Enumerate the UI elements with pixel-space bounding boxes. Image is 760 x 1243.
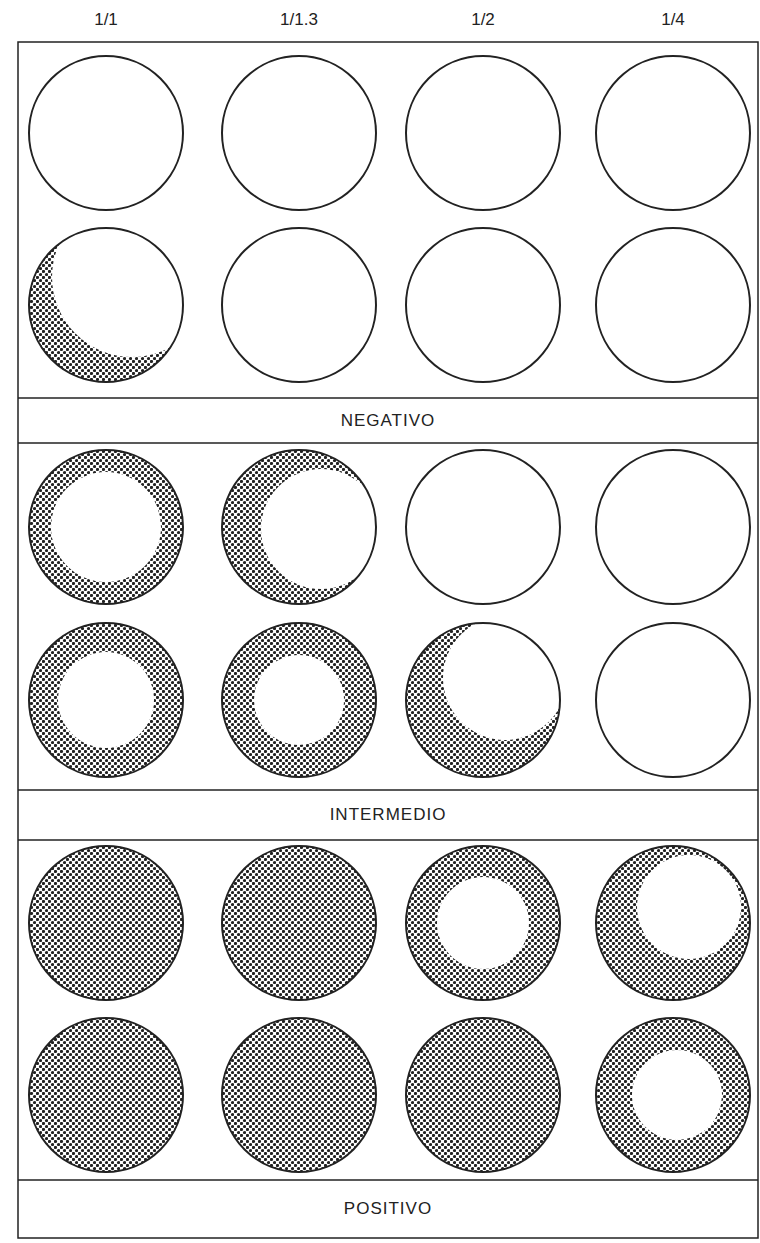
dilution-label: 1/1.3 — [280, 10, 318, 30]
test-well — [29, 56, 183, 210]
test-well — [406, 228, 560, 382]
test-well — [406, 56, 560, 210]
test-well — [222, 846, 376, 1000]
outer-frame — [18, 42, 758, 1238]
test-well — [29, 623, 183, 777]
test-well — [596, 228, 750, 382]
test-well — [29, 197, 212, 382]
test-well — [29, 450, 183, 604]
test-well — [406, 1018, 560, 1172]
test-well — [222, 56, 376, 210]
divider-line — [18, 839, 758, 841]
result-label: INTERMEDIO — [330, 805, 447, 825]
result-band: NEGATIVO — [20, 400, 756, 441]
test-well — [222, 1018, 376, 1172]
test-well — [222, 450, 381, 604]
dilution-label: 1/1 — [94, 10, 118, 30]
dilution-label: 1/4 — [661, 10, 685, 30]
test-well — [29, 846, 183, 1000]
test-well — [222, 623, 376, 777]
test-well — [406, 450, 560, 604]
test-well — [596, 56, 750, 210]
divider-line — [18, 1179, 758, 1181]
divider-line — [18, 789, 758, 791]
test-well — [596, 846, 750, 1000]
dilution-label: 1/2 — [471, 10, 495, 30]
divider-line — [18, 397, 758, 399]
result-label: POSITIVO — [344, 1199, 432, 1219]
result-band: INTERMEDIO — [20, 792, 756, 838]
test-well — [596, 450, 750, 604]
result-band: POSITIVO — [20, 1182, 756, 1236]
test-well — [596, 1018, 750, 1172]
test-well — [406, 616, 567, 777]
divider-line — [18, 442, 758, 444]
test-well — [596, 623, 750, 777]
result-label: NEGATIVO — [341, 411, 436, 431]
test-well — [29, 1018, 183, 1172]
test-well — [222, 228, 376, 382]
test-well — [406, 846, 560, 1000]
